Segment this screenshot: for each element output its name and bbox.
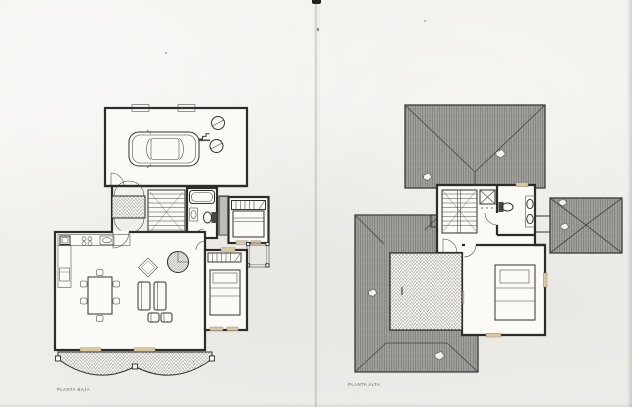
side-porch — [246, 242, 270, 268]
closet-hatch — [218, 195, 229, 236]
shower-icon — [479, 189, 496, 210]
terrace-post — [209, 355, 215, 362]
terrace-post — [132, 363, 138, 370]
paper-speck — [165, 52, 167, 54]
window-sill — [220, 247, 236, 252]
bath-partition — [495, 185, 535, 237]
double-sink-icon — [525, 195, 535, 228]
car-icon — [128, 129, 200, 169]
garage-door-arc — [110, 172, 125, 187]
terrace-post — [55, 355, 61, 362]
entry-porch-hatch — [111, 195, 146, 219]
bed-icon — [209, 269, 241, 316]
dining-table-icon — [80, 269, 120, 322]
sofa-icon — [137, 281, 167, 311]
window-sill — [226, 326, 239, 331]
upper-floor-plan: PLANTA ALTA — [348, 104, 623, 387]
bed-icon — [232, 210, 265, 238]
armchair-icon — [160, 312, 173, 323]
water-heater-icon — [211, 116, 225, 130]
door-arc — [195, 240, 206, 251]
door-arc — [463, 244, 477, 258]
roof-vent-icon — [495, 149, 506, 159]
kitchen-counter — [57, 234, 131, 288]
sink-icon — [189, 207, 198, 222]
window-sill — [515, 182, 529, 188]
living-dining-kitchen — [53, 230, 207, 353]
entry-hall — [105, 180, 247, 235]
ground-floor-plan: PLANTA BAJA — [53, 104, 270, 392]
roof-vent-icon — [558, 198, 568, 207]
fridge-icon — [59, 267, 70, 282]
appliance-icon — [59, 235, 71, 245]
living-walls — [53, 230, 207, 352]
door-arc — [113, 180, 145, 197]
stairs-upper-icon — [441, 189, 478, 234]
window-sill — [209, 326, 224, 331]
window-sill — [542, 272, 548, 288]
boiler-icon — [209, 139, 224, 153]
roof-main — [404, 104, 546, 189]
bathtub-icon — [189, 190, 215, 204]
wardrobe-icon — [231, 200, 266, 210]
stairs-icon — [147, 189, 186, 235]
terrace-upper — [389, 252, 463, 331]
plan-label-ground: PLANTA BAJA — [57, 387, 90, 392]
terrace-hatch — [389, 252, 463, 331]
roof-ridge — [549, 197, 623, 254]
window-sill — [133, 347, 156, 353]
staple-mark — [312, 0, 321, 4]
terrace-ground — [55, 351, 215, 376]
upper-floor-rooms — [430, 182, 548, 338]
bedroom-upper-right — [227, 195, 270, 245]
bed-upper-icon — [494, 264, 536, 321]
step-icon — [199, 133, 210, 142]
fold-dot — [317, 28, 319, 31]
garage — [103, 104, 249, 188]
garage-walls — [103, 106, 249, 188]
balcony — [534, 215, 551, 233]
bedroom-lower-right — [203, 247, 249, 332]
roof-vent-icon — [560, 222, 570, 231]
door-arc — [484, 212, 498, 226]
stove-icon — [81, 236, 93, 246]
toilet-icon — [203, 211, 217, 224]
window-box — [430, 214, 438, 228]
toilet-icon — [498, 202, 514, 212]
roof-ridge — [354, 214, 479, 373]
window-sill — [79, 347, 102, 353]
door-arc — [442, 238, 458, 254]
roof-vent-icon — [368, 288, 378, 297]
bathroom-ground — [185, 186, 219, 240]
roof-vent-icon — [434, 351, 445, 361]
roof-right — [534, 197, 623, 254]
window-sill — [485, 332, 502, 338]
roof-vent-icon — [423, 172, 433, 181]
wardrobe-icon — [207, 252, 242, 263]
fireplace-icon — [167, 251, 189, 273]
armchair-icon — [147, 312, 160, 323]
plan-label-upper: PLANTA ALTA — [348, 382, 380, 387]
rug-icon — [138, 257, 158, 278]
window-sill — [250, 240, 262, 245]
paper-speck — [424, 20, 426, 22]
kitchen-sink-icon — [99, 235, 115, 245]
